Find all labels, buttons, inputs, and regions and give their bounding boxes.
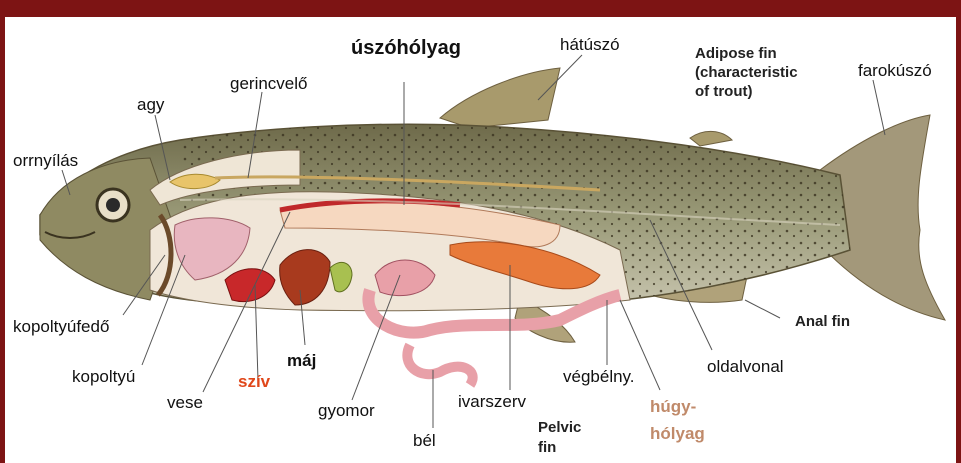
label-adipose-note-2: of trout) xyxy=(695,83,752,100)
label-intestine: bél xyxy=(413,432,436,449)
label-stomach: gyomor xyxy=(318,402,375,419)
label-urinary-bladder-2: hólyag xyxy=(650,425,705,442)
label-anal-fin: Anal fin xyxy=(795,313,850,330)
label-spinal-cord: gerincvelő xyxy=(230,75,308,92)
label-heart: szív xyxy=(238,373,270,390)
label-tail-fin: farokúszó xyxy=(858,62,932,79)
dorsal-fin xyxy=(440,68,560,128)
label-adipose-fin: Adipose fin xyxy=(695,45,777,62)
label-liver: máj xyxy=(287,352,316,369)
label-gills: kopoltyú xyxy=(72,368,135,385)
label-rectum: végbélny. xyxy=(563,368,635,385)
label-pelvic-fin: Pelvic xyxy=(538,419,581,436)
label-pelvic-fin-2: fin xyxy=(538,439,556,456)
label-brain: agy xyxy=(137,96,164,113)
label-swim-bladder: úszóhólyag xyxy=(351,38,461,58)
label-kidney: vese xyxy=(167,394,203,411)
label-lateral-line: oldalvonal xyxy=(707,358,784,375)
label-adipose-note: (characteristic xyxy=(695,64,798,81)
adipose-fin xyxy=(690,131,732,146)
label-gonad: ivarszerv xyxy=(458,393,526,410)
label-gill-cover: kopoltyúfedő xyxy=(13,318,109,335)
label-urinary-bladder: húgy- xyxy=(650,398,696,415)
label-nostril: orrnyílás xyxy=(13,152,78,169)
label-dorsal-fin: hátúszó xyxy=(560,36,620,53)
